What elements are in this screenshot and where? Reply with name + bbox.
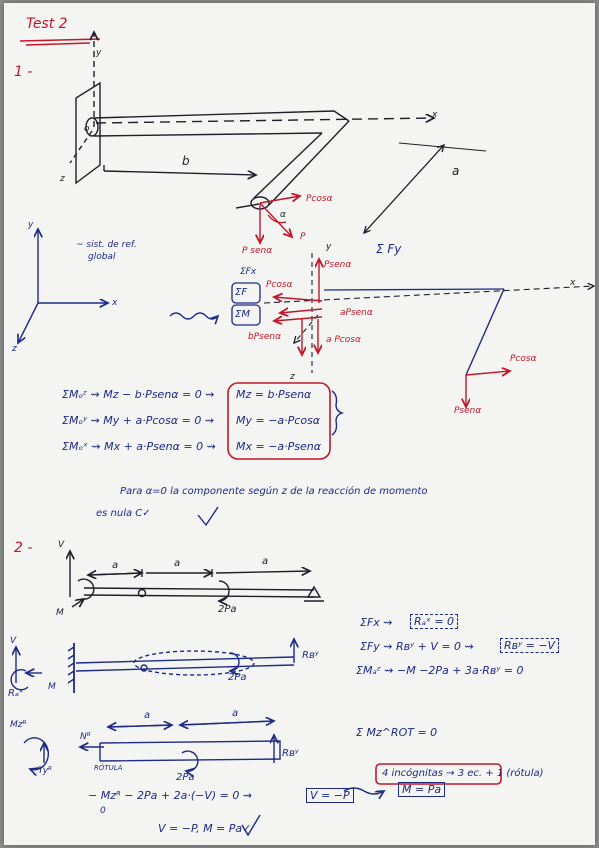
f3-load-label: 2Pa	[176, 772, 195, 783]
global-ref-label-2: global	[88, 252, 116, 262]
eq-moment-x: ΣMₒˣ ⇝ Mx + a·Psenα = 0 ⇝	[62, 440, 216, 453]
load-psen-label: P senα	[242, 246, 273, 256]
eq-sum-mz: ΣMₐᶻ ⇝ −M −2Pa + 3a·Rʙʸ = 0	[356, 664, 524, 677]
final-zero: 0	[100, 806, 106, 816]
fbd-y-label: y	[326, 242, 332, 252]
alpha-label: α	[280, 210, 286, 220]
fbd-sum-m: ΣM	[235, 309, 250, 320]
origin-label: o	[84, 124, 90, 134]
global-axes	[18, 229, 108, 343]
result-mx: Mx = −a·Psenα	[236, 440, 322, 453]
final-moment-eq: − Mzᴿ − 2Pa + 2a·(−V) = 0 ⇝	[88, 789, 253, 802]
p2-eq-boxes	[375, 763, 502, 785]
page-title: Test 2	[26, 16, 68, 32]
fbd-z-label: z	[290, 372, 295, 382]
axis-z-label: z	[60, 174, 65, 184]
fbd-right-pcos: Pcosα	[510, 354, 537, 364]
result-rax: Rₐˣ = 0	[410, 614, 459, 629]
fbd-x-label: x	[570, 278, 576, 288]
p2-beam-1	[70, 551, 324, 608]
f3-mzr-label: Mzᴿ	[10, 720, 27, 730]
problem-1-number: 1 -	[14, 64, 33, 80]
fbd-sum-f: ΣF	[235, 287, 248, 298]
fbd-a-pcos: a Pcosα	[326, 335, 361, 345]
f3-rotula-label: RÓTULA	[94, 764, 123, 772]
result-mz: Mz = b·Psenα	[236, 388, 312, 401]
fbd-sum-fx: ΣFx	[240, 267, 257, 277]
f2-rby-label: Rʙʸ	[302, 650, 319, 661]
global-y-label: y	[28, 220, 34, 230]
fbd-pcos: Pcosα	[266, 280, 293, 290]
fbd-a-psen: aPsenα	[340, 308, 373, 318]
p2-dim-a2: a	[174, 558, 181, 569]
eq-sum-fy: ΣFy ⇝ Rʙʸ + V = 0 ⇝	[360, 640, 474, 653]
p1-fbd	[169, 253, 594, 407]
eq-sum-fx: ΣFx ⇝	[360, 616, 393, 629]
fbd-b-psen: bPsenα	[248, 332, 282, 342]
dim-b-label: b	[182, 154, 190, 168]
p1-bar-figure	[69, 32, 487, 233]
p1-note-arrow	[197, 506, 219, 527]
f3-nr-label: Nᴿ	[80, 732, 91, 742]
global-ref-label-1: ~ sist. de ref.	[76, 240, 137, 250]
eq-rotula: Σ Mz^ROT = 0	[356, 726, 438, 739]
f3-tyr-label: Tyᴿ	[38, 766, 52, 776]
eq-moment-y: ΣMₒʸ ⇝ My + a·Pcosα = 0 ⇝	[62, 414, 215, 427]
unknowns-note: 4 incógnitas → 3 ec. + 1 (rótula)	[382, 768, 544, 779]
p1-load-arrows	[260, 196, 300, 243]
f3-rby-label: Rʙʸ	[282, 748, 299, 759]
result-my: My = −a·Pcosα	[236, 414, 321, 427]
f2-rax-label: Rₐˣ	[8, 688, 24, 699]
hand-drawings	[10, 3, 595, 837]
result-rby: Rʙʸ = −V	[500, 638, 560, 653]
note-line-2: es nula C✓	[96, 508, 151, 519]
final-result: V = −P, M = Pa✓	[158, 822, 252, 835]
load-p-label: P	[300, 232, 306, 242]
f2-v-label: V	[10, 636, 17, 646]
f3-dim-a2: a	[232, 708, 239, 719]
p2-v-label: V	[58, 540, 65, 550]
p2-load-2pa: 2Pa	[218, 604, 237, 615]
axis-x-label: x	[432, 110, 438, 120]
dim-a-label: a	[452, 164, 460, 178]
exam-sheet: Test 2 1 - y x z o a b α Pcosα P senα P …	[4, 3, 595, 845]
result-v-box: V = −P	[306, 788, 354, 803]
global-z-label: z	[12, 344, 17, 354]
fbd-right-psen: Psenα	[454, 406, 482, 416]
p2-m-label: M	[56, 608, 64, 618]
note-line-1: Para α=0 la componente según z de la rea…	[120, 486, 428, 497]
result-m-box: M = Pa	[398, 782, 446, 797]
global-x-label: x	[112, 298, 118, 308]
axis-y-label: y	[96, 48, 102, 58]
fbd-sum-fy: Σ Fy	[376, 242, 402, 256]
load-pcos-label: Pcosα	[306, 194, 333, 204]
fbd-psen-top: Psenα	[324, 260, 352, 270]
p2-dim-a1: a	[112, 560, 119, 571]
p2-dim-a3: a	[262, 556, 269, 567]
f2-m-label: M	[48, 682, 56, 692]
p2-beam-3	[23, 721, 281, 771]
p2-beam-2	[10, 639, 294, 693]
eq-moment-z: ΣMₒᶻ ⇝ Mz − b·Psenα = 0 ⇝	[62, 388, 215, 401]
title-underline	[19, 38, 101, 46]
p1-result-box	[227, 382, 345, 460]
f3-dim-a1: a	[144, 710, 151, 721]
problem-2-number: 2 -	[14, 540, 33, 556]
f2-load-label: 2Pa	[228, 672, 247, 683]
